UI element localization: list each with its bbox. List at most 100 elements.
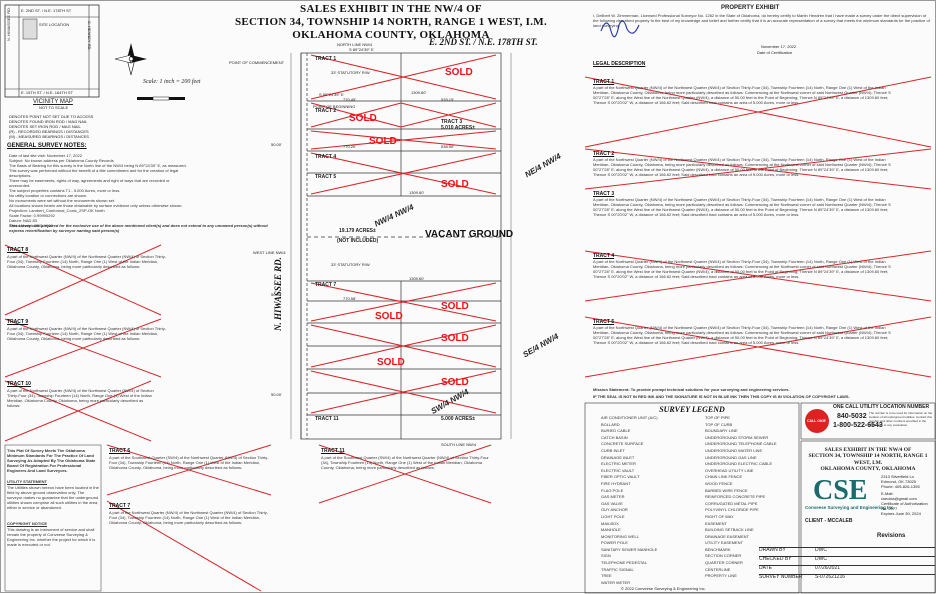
- right-tract-2-title: TRACT 2: [593, 151, 615, 157]
- legend-item: QUARTER CORNER: [705, 560, 743, 566]
- one-call-phone-2: 1-800-522-6543: [833, 422, 883, 429]
- legend-item: GAS METER: [601, 494, 625, 500]
- bottom-text-crosses: [106, 444, 492, 592]
- legend-item: FLAG POLE: [601, 487, 624, 493]
- right-text-crosses: [584, 76, 932, 378]
- property-exhibit-title: PROPERTY EXHIBIT: [721, 5, 780, 11]
- commencement-label: POINT OF COMMENCEMENT: [229, 60, 285, 65]
- legend-item: TOP OF PIPE: [705, 415, 730, 420]
- tract-3-acres: 5.010 ACRES±: [441, 125, 475, 131]
- statutory-label: 33' STATUTORY R/W: [331, 70, 370, 75]
- right-tract-4-title: TRACT 4: [593, 253, 615, 259]
- not-to-scale-label: NOT TO SCALE: [39, 105, 69, 110]
- legend-symbol-3: DENOTES SET IRON ROD / MAG NAIL: [9, 124, 81, 129]
- copyright-warning: IF THE SEAL IS NOT IN RED INK AND THE SI…: [593, 394, 850, 399]
- legend-item: SECTION CORNER: [705, 553, 742, 559]
- legend-item: TREE: [601, 573, 612, 579]
- legend-item: EASEMENT: [705, 520, 728, 526]
- legend-item: CENTERLINE: [705, 566, 731, 572]
- right-tract-5-title: TRACT 5: [593, 319, 615, 325]
- cert-date: November 17, 2022: [761, 44, 797, 49]
- title-block-heading: SALES EXHIBIT IN THE NW/4 OF SECTION 34,…: [808, 447, 928, 472]
- tract-1-label: TRACT 1: [315, 56, 337, 62]
- legend-item: REINFORCED CONCRETE PIPE: [705, 494, 766, 500]
- sold-label-1: SOLD: [445, 67, 473, 78]
- utility-statement-text: The Utilities shown hereon have been loc…: [7, 485, 99, 510]
- standards-note: This Plat Of Survey Meets The Oklahoma M…: [7, 448, 96, 473]
- scale-bar: [137, 97, 153, 100]
- legend-item: CURB INLET: [601, 447, 625, 453]
- revisions-label: Revisions: [877, 533, 906, 539]
- tract-7-total: 1309.60': [409, 276, 425, 281]
- title-line-1: SALES EXHIBIT IN THE NW/4 OF: [300, 3, 482, 15]
- survey-legend-title: SURVEY LEGEND: [659, 405, 725, 414]
- one-call-title: ONE CALL UTILITY LOCATION NUMBER: [833, 404, 930, 410]
- sold-label-4: SOLD: [441, 179, 469, 190]
- sold-label-8: SOLD: [377, 357, 405, 368]
- tb-row: CHECKED BY DWC: [759, 556, 935, 565]
- title-block-rows: DRAWN BY DWC CHECKED BY DWC DATE 07/26/2…: [759, 547, 935, 583]
- site-location-box: [22, 18, 38, 40]
- one-call-phone-1: 840-5032: [837, 413, 867, 420]
- sold-label-7: SOLD: [441, 333, 469, 344]
- copyright-footer: © 2022 Conveese Surveying & Engineering …: [621, 586, 706, 591]
- bottom-tract-7-text: A part of the Northwest Quarter (NW/4) o…: [109, 510, 269, 525]
- general-notes-heading: GENERAL SURVEY NOTES:: [7, 143, 87, 149]
- north-street-label: E. 2ND ST. / N.E. 178TH ST.: [429, 37, 538, 47]
- legend-item: DRAINAGE EASEMENT: [705, 533, 750, 539]
- sold-crosses: [310, 54, 497, 414]
- legend-item: FIBER OPTIC VAULT: [601, 474, 640, 480]
- site-location-label: SITE LOCATION: [39, 22, 70, 27]
- legend-item: TRAFFIC SIGNAL: [601, 566, 634, 572]
- legend-item: WOOD FENCE: [705, 480, 733, 486]
- sold-label-6: SOLD: [375, 311, 403, 322]
- client-label: CLIENT - MCCALEB: [805, 518, 853, 524]
- statutory-label-2: 33' STATUTORY R/W: [331, 262, 370, 267]
- vicinity-map-frame: [4, 4, 100, 98]
- legend-item: MANHOLE: [601, 527, 621, 533]
- copyright-notice-heading: COPYRIGHT NOTICE: [7, 521, 48, 526]
- legend-item: BURIED CABLE: [601, 428, 631, 434]
- tract-1-bearing: S 89°24'39" E: [319, 92, 344, 97]
- vicinity-east-street: S. HENNEY RD.: [87, 21, 92, 51]
- legend-item: TOP OF CURB: [705, 421, 733, 427]
- legend-symbol-4: (R) - RECORDED BEARINGS / DISTANCES: [9, 129, 89, 134]
- legend-item: MONITORING WELL: [601, 533, 639, 539]
- survey-disclaimer: This survey was prepared for the exclusi…: [9, 223, 268, 233]
- one-call-frame: [800, 402, 936, 440]
- address-line-1: 2313 Silverfield Ln: [881, 474, 914, 479]
- sold-label-2: SOLD: [349, 113, 377, 124]
- vicinity-south-street: E. 15TH ST. / N.E. 164TH ST: [21, 90, 74, 95]
- copyright-frame: [4, 444, 102, 592]
- legal-description-heading: LEGAL DESCRIPTION: [593, 61, 646, 67]
- tract-2-label: TRACT 2: [315, 108, 337, 114]
- legend-item: BUILDING SETBACK LINE: [705, 527, 754, 533]
- left-tract-9-text: A part of the Northwest Quarter (NW/4) o…: [7, 326, 167, 341]
- cert-expires: Expires June 30, 2024: [881, 511, 921, 516]
- legend-item: TELEPHONE PEDESTAL: [601, 560, 647, 566]
- cert-date-label: Date of Certification: [757, 50, 793, 55]
- offset-label-2: 50.00': [271, 292, 282, 297]
- call-okie-text: CALL OKIE: [807, 419, 826, 423]
- legend-item: BARBED WIRE FENCE: [705, 487, 748, 493]
- legend-item: ELECTRIC METER: [601, 461, 636, 467]
- bottom-tract-6-title: TRACT 6: [109, 448, 131, 454]
- legend-item: OVERHEAD UTILITY LINE: [705, 467, 754, 473]
- bottom-tract-6-text: A part of the Southwest Quarter (SW/4) o…: [109, 455, 269, 470]
- left-tract-10-text: A part of the Northwest Quarter (NW/4) o…: [7, 388, 154, 408]
- legend-item: UNDERGROUND GAS LINE: [705, 454, 757, 460]
- title-line-3: OKLAHOMA COUNTY, OKLAHOMA: [292, 29, 490, 41]
- bottom-tract-11-text: A part of the Southwest Quarter (SW/4) o…: [321, 455, 489, 470]
- tract-7-label: TRACT 7: [315, 282, 337, 288]
- tract-1-total: 1309.60': [411, 90, 427, 95]
- legend-item: WATER METER: [601, 579, 631, 585]
- legend-item: CONCRETE SURFACE: [601, 441, 644, 447]
- left-tract-9-title: TRACT 9: [7, 319, 29, 325]
- legend-item: UNDERGROUND TELEPHONE CABLE: [705, 441, 777, 447]
- tb-row: DRAWN BY DWC: [759, 547, 935, 556]
- right-tract-1-text: A part of the Northwest Quarter (NW/4) o…: [593, 85, 891, 105]
- legend-item: BOUNDARY LINE: [705, 428, 738, 434]
- legend-item: UTILITY EASEMENT: [705, 540, 743, 546]
- left-text-crosses: [4, 244, 162, 442]
